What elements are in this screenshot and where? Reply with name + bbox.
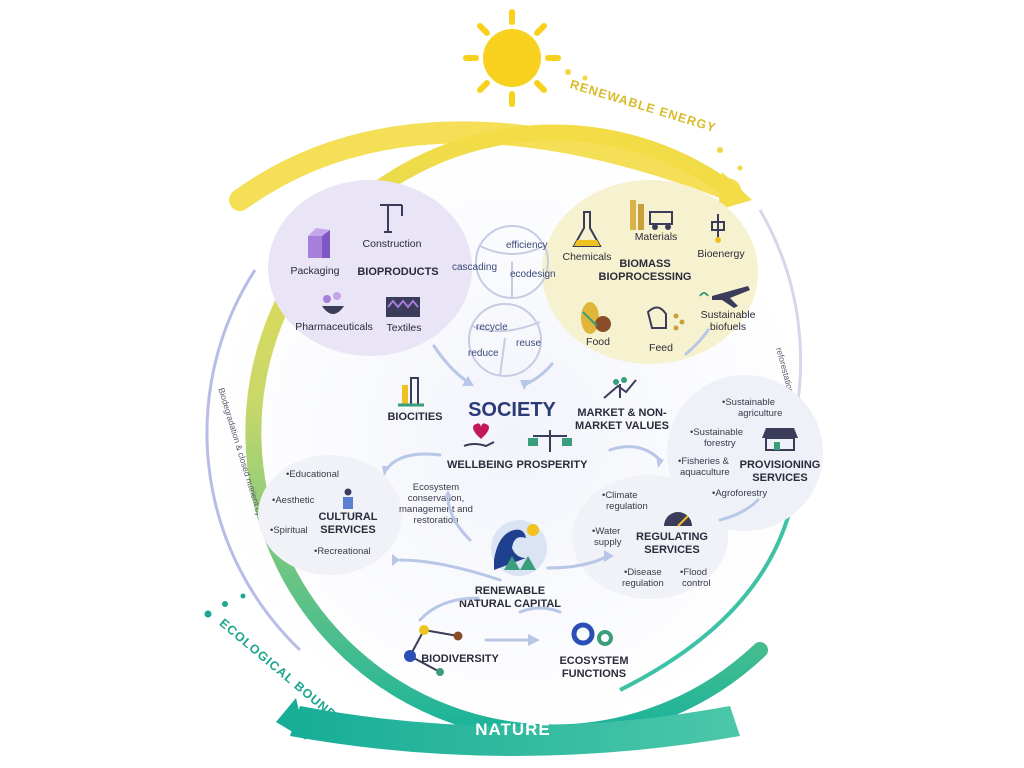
ecosystem-note-3: management and [399,504,473,515]
flood-control-a: •Flood [680,567,707,578]
biocities-label: BIOCITIES [387,411,442,423]
cultural-title-1: CULTURAL [318,511,377,523]
provisioning-item-2a: •Sustainable [690,427,743,438]
package-icon [308,228,330,258]
market-stall-icon [762,428,798,451]
biomass-title-2: BIOPROCESSING [599,271,692,283]
plant-chart-icon [603,377,637,399]
disease-regulation-a: •Disease [624,567,662,578]
provisioning-title-1: PROVISIONING [740,459,821,471]
eco-functions-label-2: FUNCTIONS [562,668,626,680]
regulating-blob [572,475,728,599]
nature-arrow-head [276,698,306,740]
bioproducts-title: BIOPRODUCTS [357,266,438,278]
cultural-item-educational: •Educational [286,469,339,480]
reduce-label: reduce [468,348,499,359]
water-supply-a: •Water [592,526,620,537]
renewable-energy-arc [229,121,741,211]
textile-icon [386,297,420,317]
flask-icon [572,211,602,247]
feed-icon [646,306,685,331]
nature-label: NATURE [475,720,551,739]
biodiversity-label: BIODIVERSITY [421,653,499,665]
construction-label: Construction [363,238,422,250]
climate-regulation-a: •Climate [602,490,638,501]
packaging-label: Packaging [290,265,339,277]
food-label: Food [586,336,610,348]
agroforestry-label: •Agroforestry [712,488,767,499]
disease-regulation-b: regulation [622,578,664,589]
market-values-label-1: MARKET & NON- [577,407,667,419]
pharmaceuticals-label: Pharmaceuticals [295,321,373,333]
arrow-heads [382,376,664,646]
sustainable-biofuels-label-2: biofuels [710,321,746,333]
cascading-label: cascading [452,262,497,273]
return-arrow-right [619,509,792,692]
society-title: SOCIETY [468,399,556,421]
bioenergy-label: Bioenergy [697,248,745,260]
biocities-icon [398,377,424,407]
cultural-title-2: SERVICES [320,524,375,536]
ecosystem-note-1: Ecosystem [413,482,460,493]
eco-functions-label-1: ECOSYSTEM [559,655,628,667]
flood-control-b: control [682,578,711,589]
nature-band [290,706,740,756]
heart-hand-icon [463,423,495,448]
left-ring-thin [205,269,302,652]
energy-dots [565,69,743,171]
water-supply-b: supply [594,537,622,548]
scales-icon [528,430,572,452]
textiles-label: Textiles [386,322,421,334]
cultural-item-recreational: •Recreational [314,546,371,557]
provisioning-item-1a: •Sustainable [722,397,775,408]
cultural-item-aesthetic: •Aesthetic [272,495,315,506]
provisioning-item-1b: agriculture [738,408,782,419]
renewable-energy-label: RENEWABLE ENERGY [568,77,718,135]
fisheries-label-b: aquaculture [680,467,730,478]
climate-regulation-b: regulation [606,501,648,512]
provisioning-blob [667,375,823,531]
wave-icon [491,520,547,576]
cascading-cycle [475,225,549,299]
fisheries-label-a: •Fisheries & [678,456,730,467]
gears-icon [571,622,613,646]
recycle-label: recycle [476,322,508,333]
person-icon [343,488,353,509]
provisioning-title-2: SERVICES [752,472,807,484]
wood-truck-icon [630,200,673,230]
reuse-label: reuse [516,338,541,349]
cultural-blob [258,455,402,575]
ecodesign-label: ecodesign [510,269,556,280]
mortar-icon [322,292,344,314]
provisioning-item-2b: forestry [704,438,736,449]
sun-icon [463,9,561,107]
flow-arrows [384,328,760,642]
regulating-title-2: SERVICES [644,544,699,556]
capital-label-1: RENEWABLE [475,585,545,597]
regulating-title-1: REGULATING [636,531,708,543]
ecosystem-note-2: conservation, [408,493,465,504]
gauge-icon [664,512,692,527]
chemicals-label: Chemicals [562,251,611,263]
crane-icon [380,204,403,233]
energy-arrow-head [718,172,752,210]
prosperity-label: PROSPERITY [517,459,589,471]
boundary-dots [204,593,246,618]
market-values-label-2: MARKET VALUES [575,420,669,432]
plane-icon [699,286,750,308]
materials-label: Materials [635,231,678,243]
efficiency-label: efficiency [506,240,548,251]
plug-plant-icon [711,214,725,243]
network-icon [404,625,463,676]
feed-label: Feed [649,342,673,354]
sustainable-biofuels-label-1: Sustainable [701,309,756,321]
cultural-item-spiritual: •Spiritual [270,525,308,536]
recycle-cycle [468,303,542,377]
bioproducts-blob [268,180,472,356]
food-icon [581,302,611,334]
biomass-title-1: BIOMASS [619,258,670,270]
wellbeing-label: WELLBEING [447,459,513,471]
ecosystem-note-4: restoration [414,515,459,526]
